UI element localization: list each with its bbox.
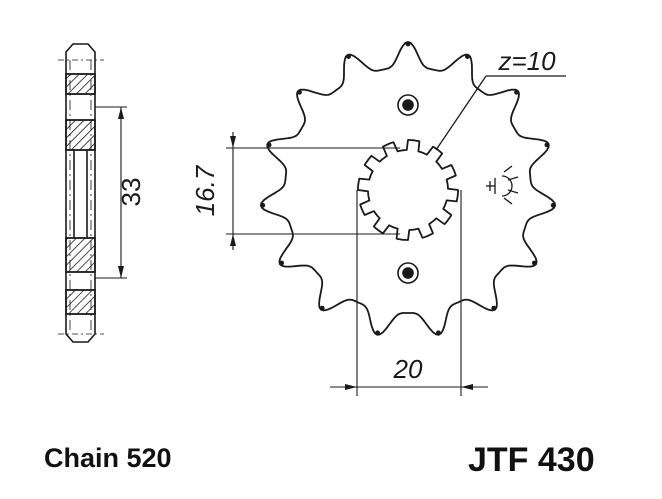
tooth-tip <box>491 305 497 311</box>
dim-width-label: 20 <box>393 354 423 384</box>
right-margin <box>618 0 662 494</box>
tooth-tip <box>266 142 272 148</box>
direction-symbol <box>486 165 519 205</box>
sprocket-outline <box>259 41 557 336</box>
teeth-count-label: z=10 <box>497 46 556 76</box>
chain-size-label: Chain 520 <box>44 443 172 473</box>
dim-thickness-label: 33 <box>116 178 146 207</box>
tooth-tip <box>544 142 550 148</box>
dim-bore-label: 16.7 <box>190 164 220 216</box>
part-number-label: JTF 430 <box>468 441 595 479</box>
tooth-tip <box>319 305 325 311</box>
tooth-tip <box>436 330 441 336</box>
teeth-count-leader <box>435 75 566 151</box>
mounting-hole-top <box>397 94 419 116</box>
tooth-tip <box>405 41 411 47</box>
tooth-tip <box>514 89 519 95</box>
tooth-tip <box>279 260 284 266</box>
tooth-tip <box>375 330 380 336</box>
tooth-tip <box>465 54 470 59</box>
side-profile <box>58 43 127 343</box>
tooth-tip <box>550 202 556 208</box>
bore-dimension <box>226 132 400 250</box>
tooth-tip <box>532 260 537 266</box>
tooth-tip <box>297 89 302 95</box>
tooth-tip <box>260 202 266 208</box>
tooth-tip <box>346 54 351 59</box>
width-dimension <box>330 190 488 396</box>
mounting-hole-bottom <box>397 262 419 284</box>
sprocket-bore <box>357 139 459 241</box>
